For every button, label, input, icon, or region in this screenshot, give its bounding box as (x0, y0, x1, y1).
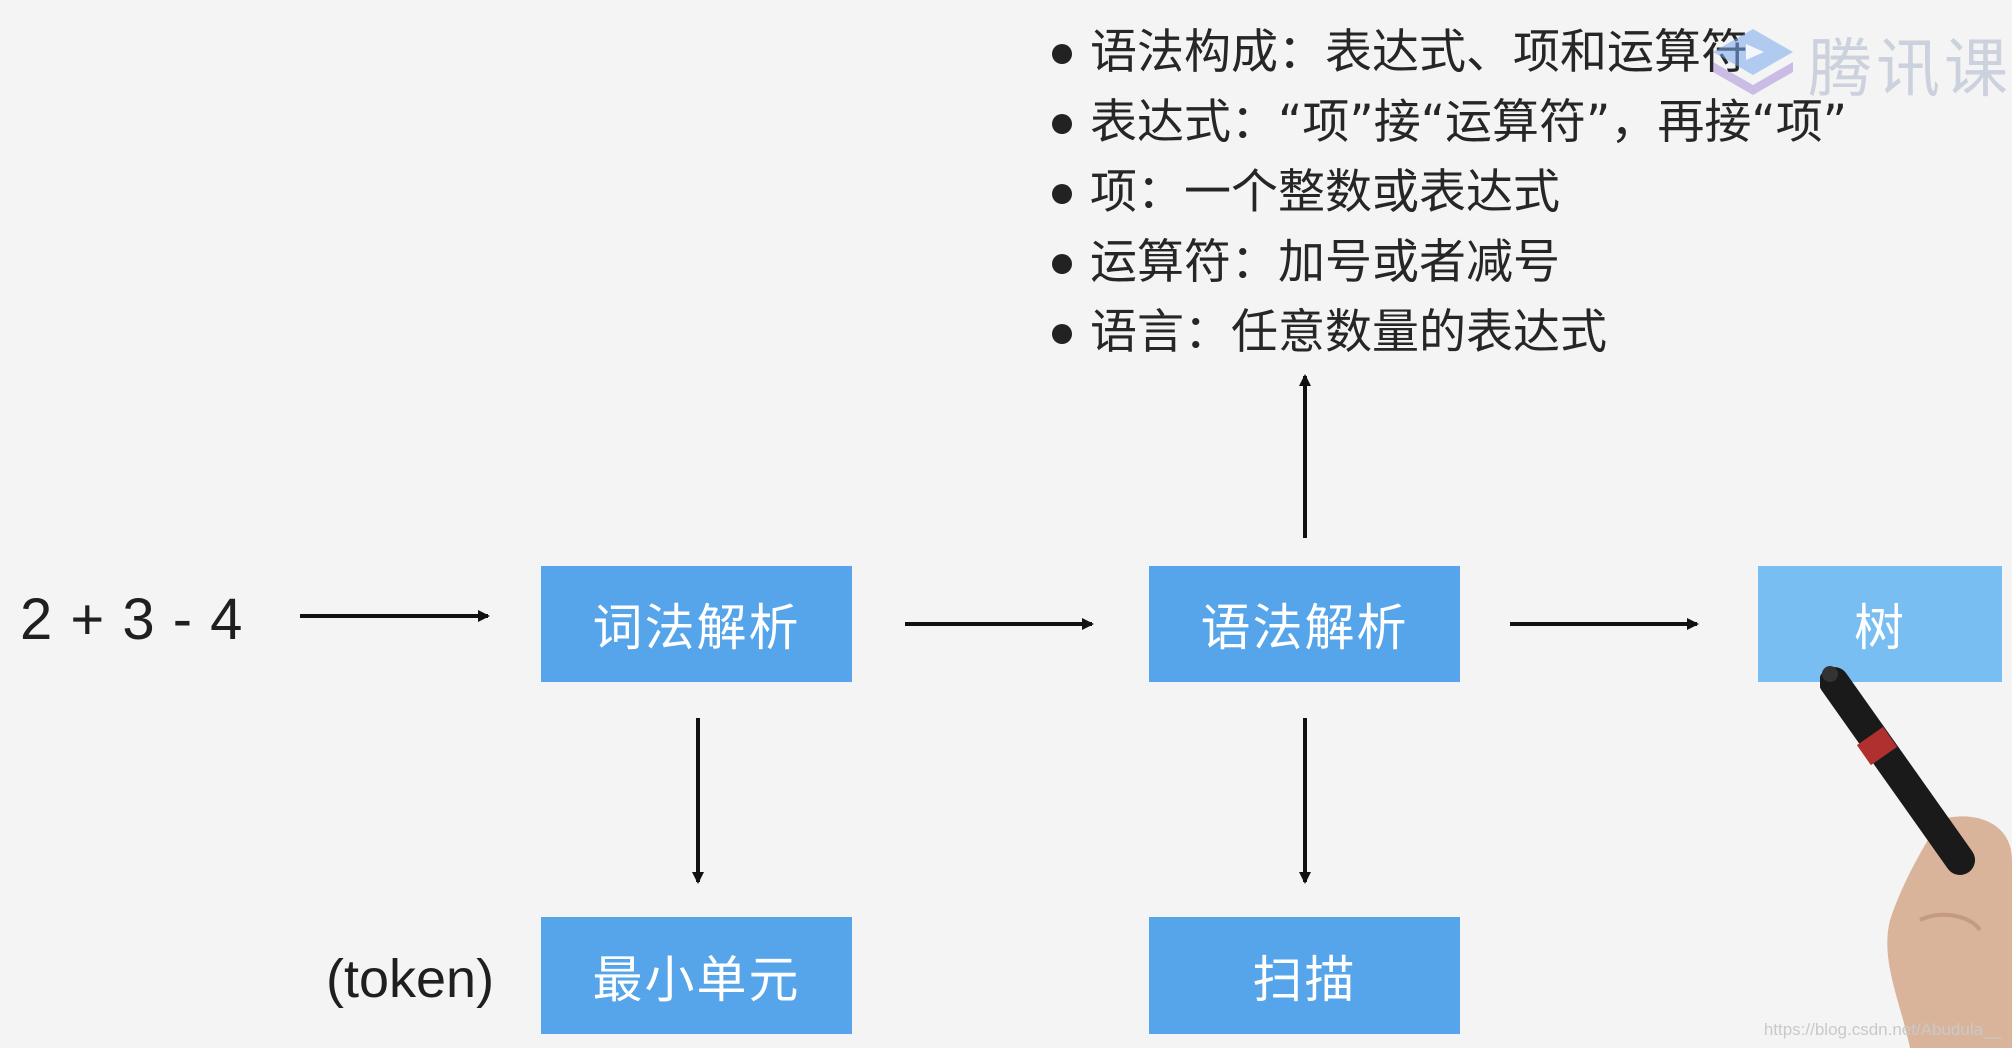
bullet-text: 语言：任意数量的表达式 (1090, 305, 1607, 360)
bullet-text: 表达式：“项”接“运算符”，再接“项” (1090, 95, 1848, 150)
bullet-item: 运算符：加号或者减号 (1050, 228, 1847, 298)
syntax-analysis-label: 语法解析 (1200, 599, 1409, 657)
token-label: (token) (326, 949, 495, 1009)
smallest-unit-box: 最小单元 (541, 917, 852, 1034)
watermark-text: 腾讯课 (1808, 33, 2012, 107)
bullet-item: 表达式：“项”接“运算符”，再接“项” (1050, 88, 1847, 158)
bullet-item: 语法构成：表达式、项和运算符 (1050, 18, 1847, 88)
lexical-analysis-box: 词法解析 (541, 566, 852, 682)
bullet-text: 项：一个整数或表达式 (1090, 165, 1560, 220)
watermark: 腾讯课 (1708, 18, 2012, 110)
bullet-text: 语法构成：表达式、项和运算符 (1090, 25, 1748, 80)
smallest-unit-label: 最小单元 (592, 950, 801, 1009)
bullet-dot (1052, 254, 1072, 274)
bullet-dot (1052, 184, 1072, 204)
tree-label: 树 (1854, 599, 1906, 657)
scan-label: 扫描 (1252, 950, 1357, 1009)
pen-hand-image (1820, 666, 2012, 1048)
bullet-item: 项：一个整数或表达式 (1050, 158, 1847, 228)
tree-box: 树 (1758, 566, 2002, 682)
syntax-analysis-box: 语法解析 (1149, 566, 1460, 682)
bullet-dot (1052, 324, 1072, 344)
grammar-bullet-list: 语法构成：表达式、项和运算符 表达式：“项”接“运算符”，再接“项” 项：一个整… (1050, 18, 1847, 368)
lexical-analysis-label: 词法解析 (592, 599, 801, 657)
bullet-dot (1052, 44, 1072, 64)
source-credit: https://blog.csdn.net/Abudula__ (1763, 1020, 2002, 1039)
bullet-dot (1052, 114, 1072, 134)
bullet-item: 语言：任意数量的表达式 (1050, 298, 1847, 368)
tencent-classroom-logo-icon (1713, 29, 1793, 95)
scan-box: 扫描 (1149, 917, 1460, 1034)
bullet-text: 运算符：加号或者减号 (1090, 235, 1560, 290)
input-expression: 2 + 3 - 4 (20, 587, 244, 652)
